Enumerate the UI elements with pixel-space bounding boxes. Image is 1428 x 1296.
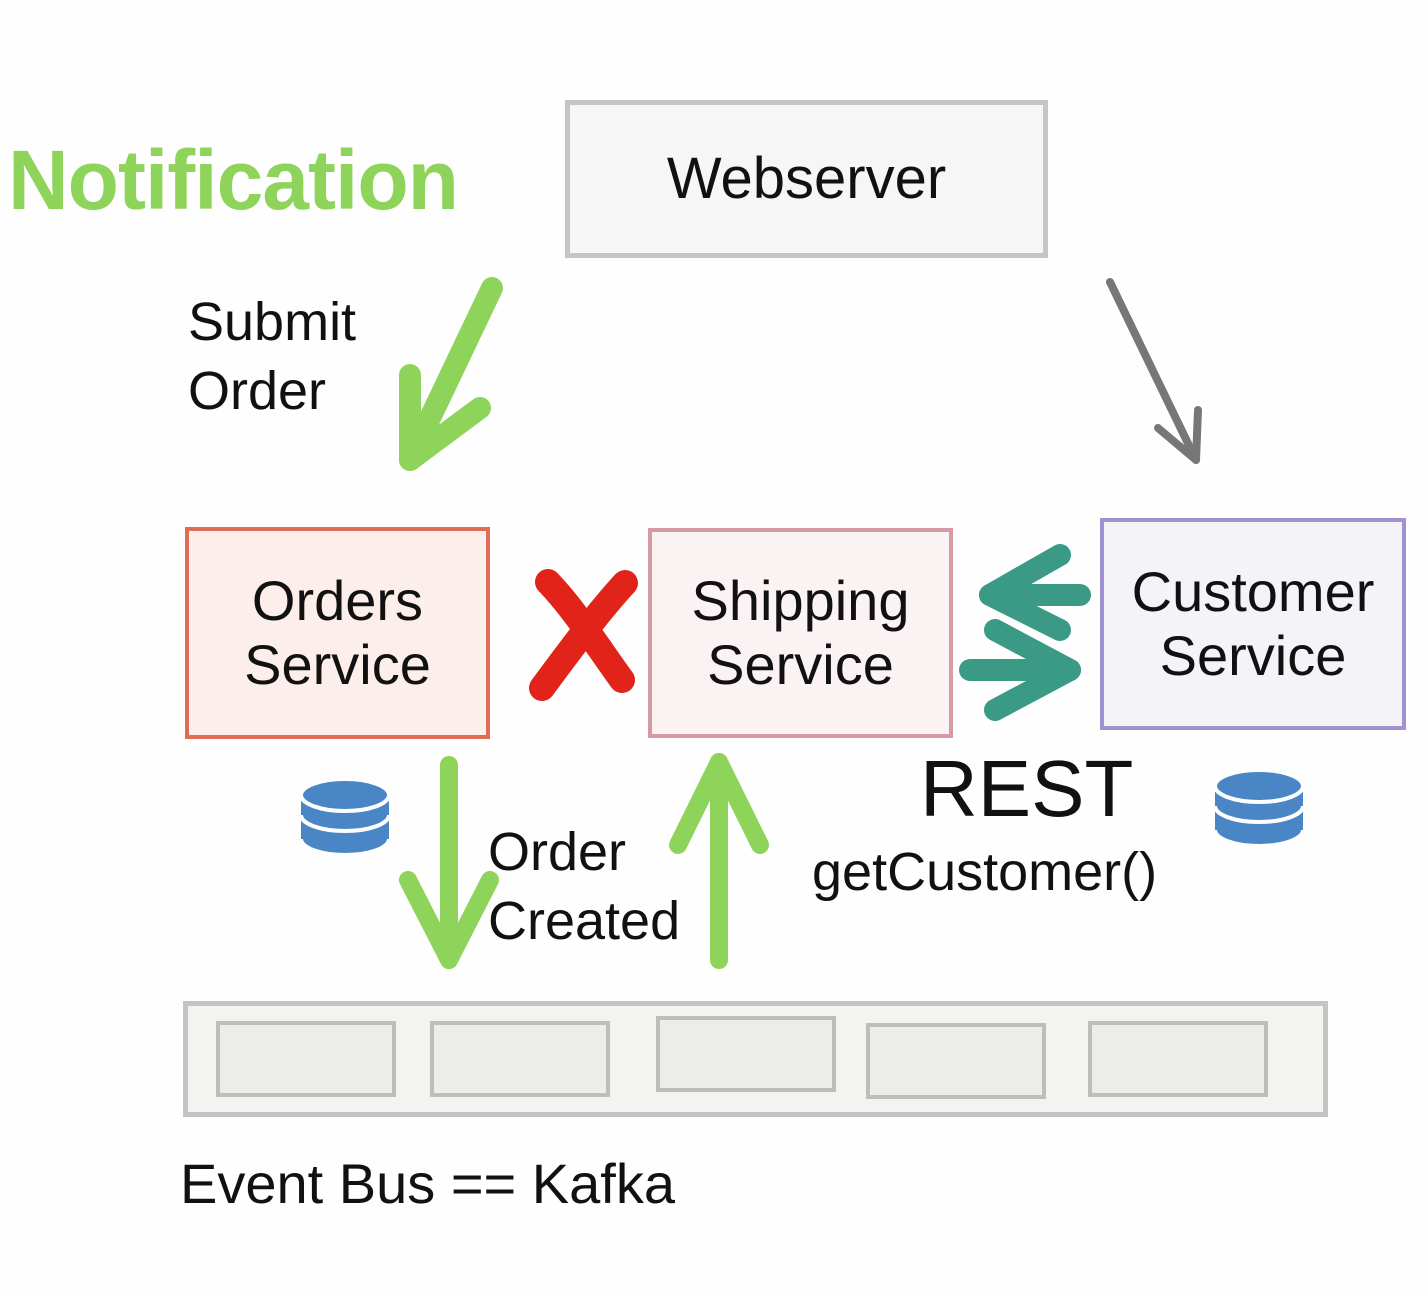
customer-service-label-line1: Customer (1131, 559, 1375, 623)
rest-request-arrow (979, 544, 1091, 641)
orders-service-node: Orders Service (185, 527, 490, 739)
shipping-subscribe-up-arrow (669, 753, 769, 969)
customer-service-label-line2: Service (1159, 624, 1347, 687)
get-customer-label: getCustomer() (812, 842, 1158, 902)
red-x-icon (529, 569, 638, 701)
webserver-to-customer-arrow (1106, 278, 1202, 464)
orders-service-label-line1: Orders (251, 568, 424, 632)
event-bus-slot (1088, 1021, 1268, 1097)
webserver-label: Webserver (666, 145, 947, 211)
database-icon (299, 777, 391, 857)
event-bus-slot (866, 1023, 1046, 1099)
orders-service-label-line2: Service (244, 633, 431, 696)
event-bus-label: Event Bus == Kafka (180, 1152, 675, 1215)
event-bus (183, 1001, 1328, 1117)
order-created-down-arrow (399, 756, 499, 969)
customer-service-node: Customer Service (1100, 518, 1406, 730)
order-created-line1: Order (488, 822, 627, 882)
rest-label: REST (920, 744, 1134, 833)
shipping-service-label-line2: Service (707, 633, 894, 696)
database-icon (1213, 768, 1305, 848)
submit-order-line2: Order (188, 361, 327, 422)
shipping-service-node: Shipping Service (648, 528, 953, 738)
order-created-line2: Created (488, 891, 681, 952)
diagram-title: Notification (8, 133, 459, 227)
event-bus-slot (656, 1016, 836, 1092)
shipping-service-label-line1: Shipping (691, 568, 910, 632)
order-created-label: Order Created (488, 818, 680, 956)
rest-response-arrow (959, 619, 1081, 721)
webserver-node: Webserver (565, 100, 1048, 258)
event-bus-slot (216, 1021, 396, 1097)
event-bus-slot (430, 1021, 610, 1097)
submit-order-label: Submit Order (188, 288, 356, 426)
submit-order-line1: Submit (188, 292, 357, 352)
submit-order-arrow (399, 277, 503, 471)
